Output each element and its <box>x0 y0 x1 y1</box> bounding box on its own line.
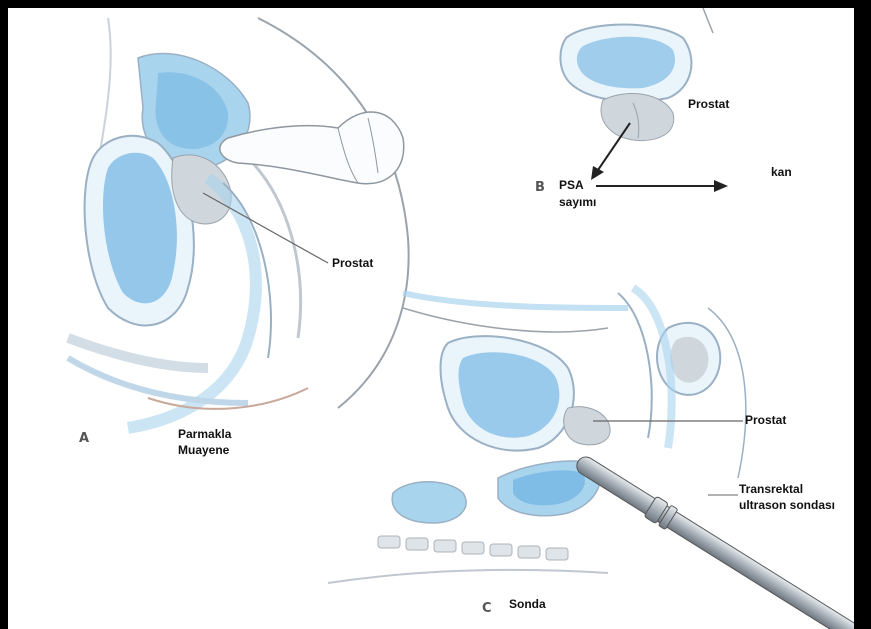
panel-b-letter: B <box>535 180 545 195</box>
panel-b-psa-line1: PSA <box>559 178 584 193</box>
figure-panel: Prostat A Parmakla Muayene Prostat B PSA… <box>8 8 854 629</box>
panel-c-letter: C <box>482 601 492 616</box>
panel-b-psa-line2: sayımı <box>559 195 596 210</box>
panel-a-prostate-label: Prostat <box>332 256 373 271</box>
panel-a-letter: A <box>79 431 89 446</box>
panel-b-prostate-label: Prostat <box>688 97 729 112</box>
panel-a-caption-line2: Muayene <box>178 443 229 458</box>
panel-a-caption-line1: Parmakla <box>178 427 231 442</box>
panel-c-prostate-label: Prostat <box>745 413 786 428</box>
panel-a-drawing <box>68 18 409 428</box>
panel-c-probe-line1: Transrektal <box>739 482 803 497</box>
panel-c-probe-line2: ultrason sondası <box>739 498 835 513</box>
panel-c-drawing <box>328 288 854 629</box>
panel-b-blood-label: kan <box>771 165 792 180</box>
panel-c-caption: Sonda <box>509 597 546 612</box>
